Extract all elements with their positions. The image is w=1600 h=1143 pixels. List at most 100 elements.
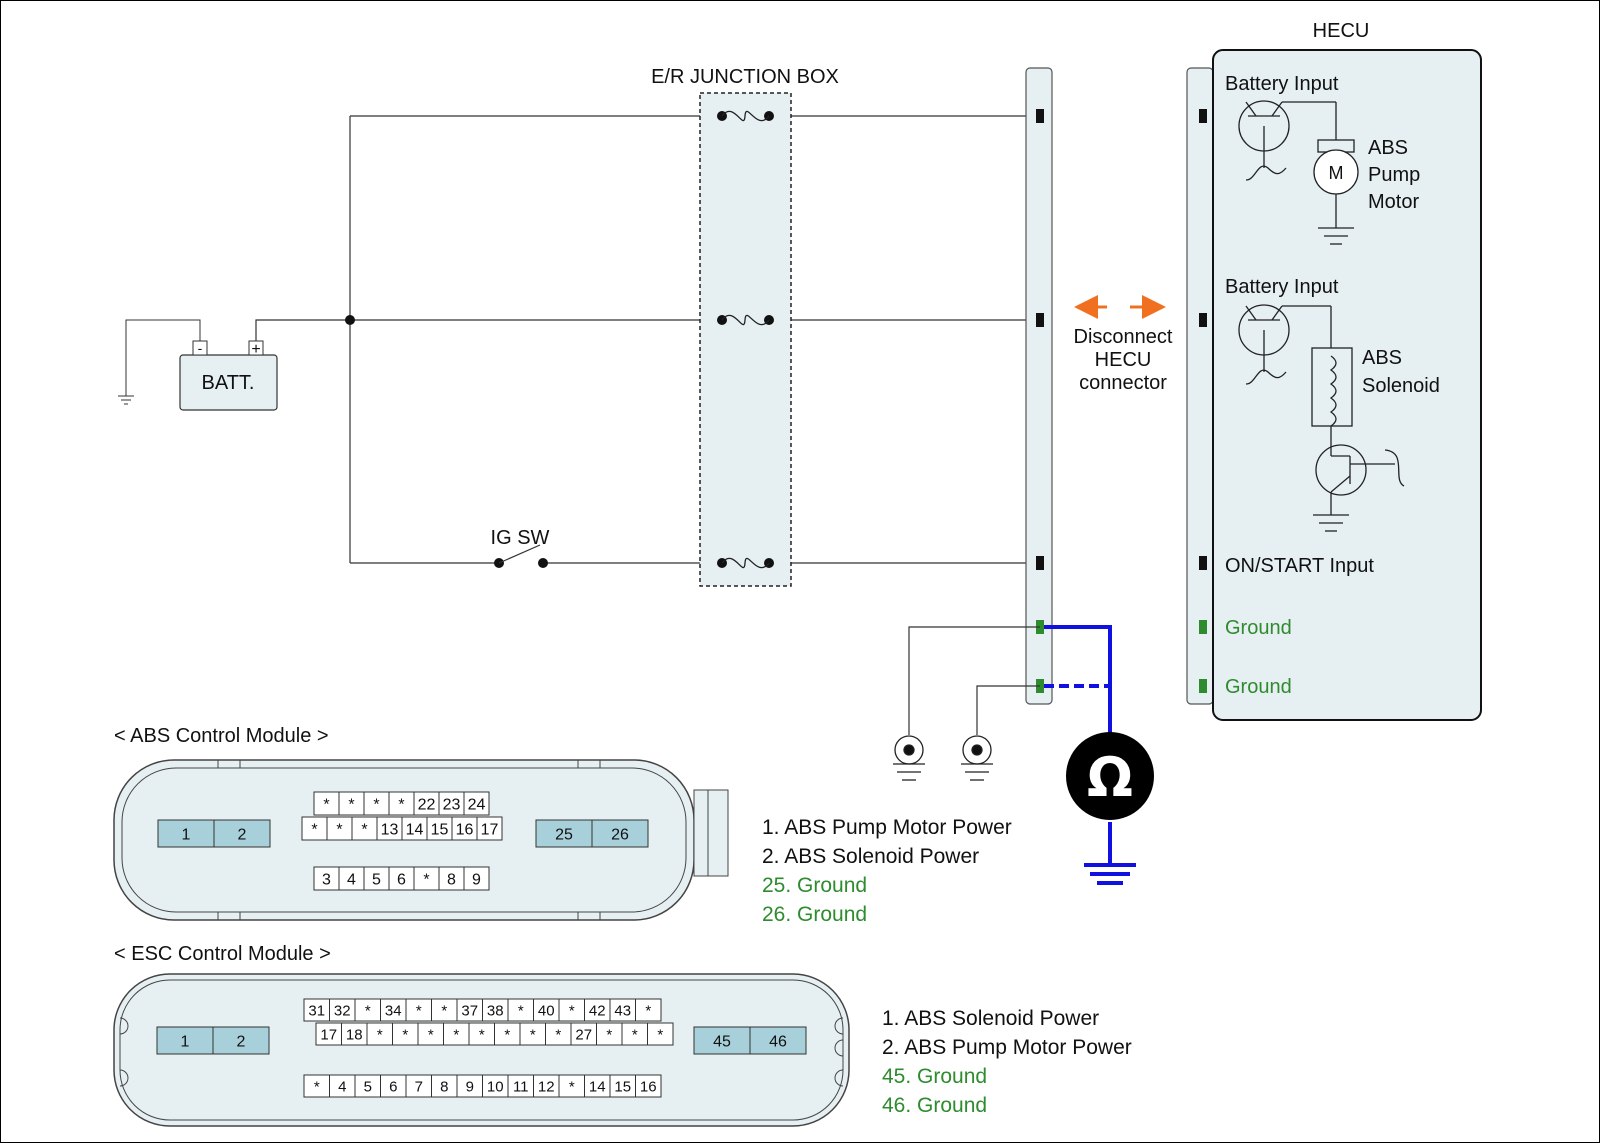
pin-label: * xyxy=(361,821,367,838)
pin-label: 12 xyxy=(538,1078,555,1095)
pin-cell xyxy=(749,1026,807,1055)
transistor-1-icon xyxy=(1238,100,1336,181)
pin-label: 27 xyxy=(575,1026,592,1043)
pin-label: 6 xyxy=(397,871,406,888)
pin-label: 9 xyxy=(472,871,481,888)
pin-label: 23 xyxy=(443,796,461,813)
pin-label: * xyxy=(657,1026,663,1043)
pin-label: 10 xyxy=(487,1078,504,1095)
legend-item: 2. ABS Solenoid Power xyxy=(762,845,979,868)
pin-label: 4 xyxy=(338,1078,346,1095)
pin-label: * xyxy=(504,1026,510,1043)
pin-label: * xyxy=(453,1026,459,1043)
pin-cell xyxy=(635,1074,662,1098)
pin-label: * xyxy=(428,1026,434,1043)
pin-label: * xyxy=(373,796,379,813)
pin-label: * xyxy=(377,1026,383,1043)
pin-label: 16 xyxy=(640,1078,657,1095)
fuse-2 xyxy=(717,314,774,326)
supply-wires xyxy=(255,115,1030,564)
pin-label: 9 xyxy=(466,1078,474,1095)
pin-label: * xyxy=(365,1002,371,1019)
pin-label: 3 xyxy=(322,871,331,888)
ground-terminal-2-icon xyxy=(961,735,993,781)
pin-label: 16 xyxy=(456,821,474,838)
pin-label: 24 xyxy=(468,796,486,813)
pin-label: * xyxy=(402,1026,408,1043)
pin-label: 17 xyxy=(481,821,499,838)
pin-label: 8 xyxy=(440,1078,448,1095)
legend-item: 26. Ground xyxy=(762,903,867,926)
ignition-switch: IG SW xyxy=(491,527,550,568)
transistor-3-icon xyxy=(1313,444,1405,532)
hecu-ground-2: Ground xyxy=(1225,676,1292,698)
pin-label: * xyxy=(479,1026,485,1043)
pin-label: * xyxy=(606,1026,612,1043)
pin-label: 32 xyxy=(334,1002,351,1019)
solenoid-label-2: Solenoid xyxy=(1362,375,1440,397)
pin-label: * xyxy=(530,1026,536,1043)
esc-module-title: < ESC Control Module > xyxy=(114,943,331,965)
pin-label: * xyxy=(423,871,429,888)
pin-cell xyxy=(535,819,593,848)
pin-label: 45 xyxy=(713,1033,731,1050)
pin-label: 11 xyxy=(513,1078,529,1095)
junction-box-label: E/R JUNCTION BOX xyxy=(651,66,839,88)
battery: - + BATT. xyxy=(179,340,278,411)
pin-label: 4 xyxy=(347,871,356,888)
legend-item: 2. ABS Pump Motor Power xyxy=(882,1036,1132,1059)
pin-cell xyxy=(212,1026,270,1055)
hecu-battery-input-1: Battery Input xyxy=(1225,73,1339,95)
motor-symbol: M xyxy=(1329,163,1344,183)
legend-item: 45. Ground xyxy=(882,1065,987,1088)
esc-module-legend: 1. ABS Solenoid Power 2. ABS Pump Motor P… xyxy=(882,1007,1132,1117)
pin-cell xyxy=(157,819,215,848)
pin-label: 8 xyxy=(447,871,456,888)
pin-label: 1 xyxy=(182,826,191,843)
wire-junction-dot xyxy=(345,315,355,325)
legend-item: 1. ABS Solenoid Power xyxy=(882,1007,1099,1030)
pin-label: * xyxy=(398,796,404,813)
transistor-2-icon xyxy=(1238,304,1331,385)
pin-cell xyxy=(156,1026,214,1055)
pin-label: 46 xyxy=(769,1033,787,1050)
ohmmeter-leads xyxy=(1044,625,1136,885)
pin-label: 31 xyxy=(308,1002,325,1019)
pin-label: 34 xyxy=(385,1002,402,1019)
disconnect-label-line2: HECU xyxy=(1095,349,1152,371)
ground-probe-wires xyxy=(908,626,1040,735)
hecu-title: HECU xyxy=(1313,20,1370,42)
hecu-on-start-input: ON/START Input xyxy=(1225,555,1374,577)
pin-label: 40 xyxy=(538,1002,555,1019)
legend-item: 46. Ground xyxy=(882,1094,987,1117)
pin-label: 5 xyxy=(372,871,381,888)
fuse-3 xyxy=(717,557,774,569)
hecu-module xyxy=(1212,49,1482,721)
pump-motor-label-2: Pump xyxy=(1368,164,1420,186)
pin-label: * xyxy=(645,1002,651,1019)
pin-label: 13 xyxy=(381,821,399,838)
pin-cell xyxy=(647,1022,674,1046)
pin-label: 1 xyxy=(181,1033,190,1050)
pin-cell xyxy=(693,1026,751,1055)
ground-terminal-1-icon xyxy=(893,735,925,781)
pin-label: 14 xyxy=(589,1078,606,1095)
pin-label: 43 xyxy=(614,1002,631,1019)
pin-label: * xyxy=(311,821,317,838)
hecu-battery-input-2: Battery Input xyxy=(1225,276,1339,298)
pin-cell xyxy=(591,819,649,848)
pump-motor-label-3: Motor xyxy=(1368,191,1419,213)
pin-cell xyxy=(213,819,271,848)
disconnect-label-line1: Disconnect xyxy=(1074,326,1173,348)
pin-label: * xyxy=(314,1078,320,1095)
battery-ground-icon xyxy=(118,319,201,405)
solenoid-label-1: ABS xyxy=(1362,347,1402,369)
abs-module-title: < ABS Control Module > xyxy=(114,725,329,747)
pin-label: * xyxy=(348,796,354,813)
junction-box: E/R JUNCTION BOX xyxy=(651,66,839,587)
pin-cell xyxy=(635,998,662,1022)
hecu-connector xyxy=(1186,67,1214,705)
pin-label: 22 xyxy=(418,796,436,813)
pin-label: 6 xyxy=(389,1078,397,1095)
pin-label: * xyxy=(336,821,342,838)
